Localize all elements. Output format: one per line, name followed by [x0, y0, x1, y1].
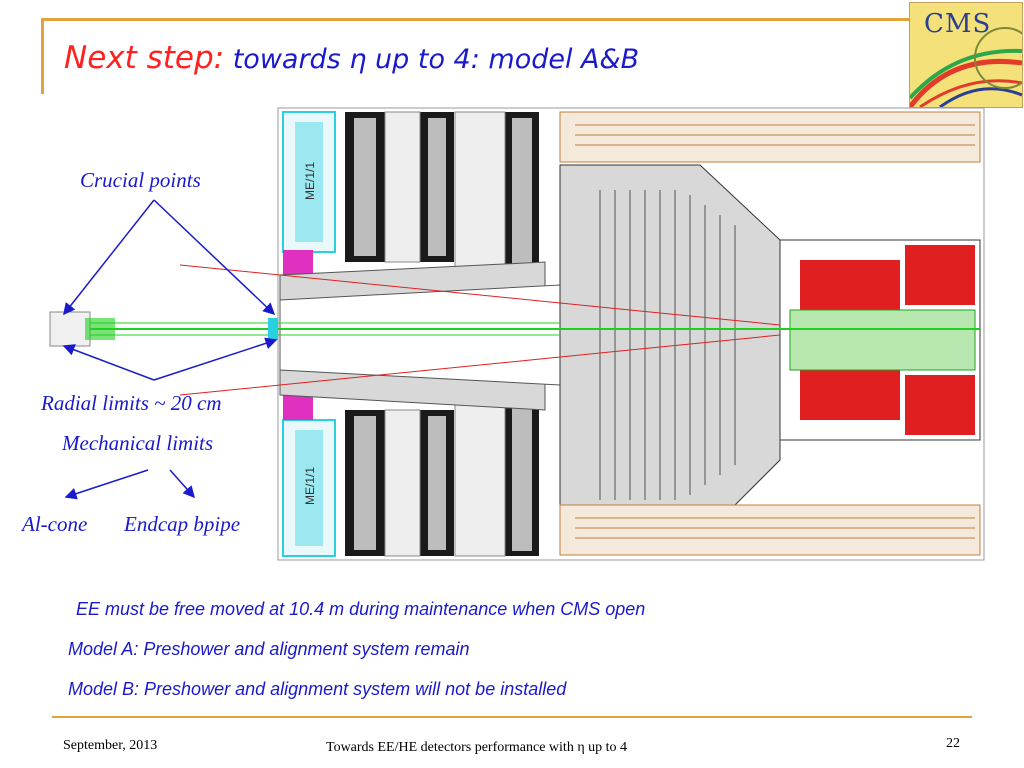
- title-main: towards η up to 4: model A&B: [224, 44, 640, 75]
- slide-title: Next step: towards η up to 4: model A&B: [64, 40, 639, 76]
- footer-divider: [52, 716, 972, 718]
- me11-lower: [282, 419, 336, 557]
- bullet-model-a: Model A: Preshower and alignment system …: [68, 639, 470, 659]
- crucial-points-arrows: [63, 199, 276, 316]
- footer-subject: Towards EE/HE detectors performance with…: [326, 740, 628, 755]
- mechanical-limits-label: Mechanical limits: [62, 431, 214, 455]
- me11-upper-label: ME/1/1: [303, 162, 317, 200]
- detector-diagram: ME/1/1 ME/1/1: [49, 107, 985, 561]
- radial-limits-arrows: [62, 337, 278, 381]
- title-accent-top: [41, 18, 909, 21]
- title-prefix: Next step:: [64, 40, 225, 76]
- me11-upper: [282, 111, 336, 253]
- cms-logo: CMS: [909, 2, 1023, 108]
- he-upper-lines: [575, 124, 975, 539]
- bullet-ee-maintenance: EE must be free moved at 10.4 m during m…: [76, 599, 646, 619]
- cms-logo-text: CMS: [924, 9, 992, 39]
- footer-date: September, 2013: [63, 738, 158, 753]
- crucial-points-label: Crucial points: [80, 168, 201, 192]
- page-number: 22: [946, 736, 960, 751]
- me11-lower-label: ME/1/1: [303, 467, 317, 505]
- endcap-bpipe-label: Endcap bpipe: [124, 512, 241, 536]
- bullet-model-b: Model B: Preshower and alignment system …: [68, 679, 567, 699]
- title-accent-left: [41, 20, 44, 94]
- radial-limits-label: Radial limits ~ 20 cm: [41, 391, 222, 415]
- mechanical-limits-arrows: [64, 469, 195, 500]
- al-cone-label: Al-cone: [22, 512, 88, 536]
- cms-logo-graphic: [910, 27, 1022, 107]
